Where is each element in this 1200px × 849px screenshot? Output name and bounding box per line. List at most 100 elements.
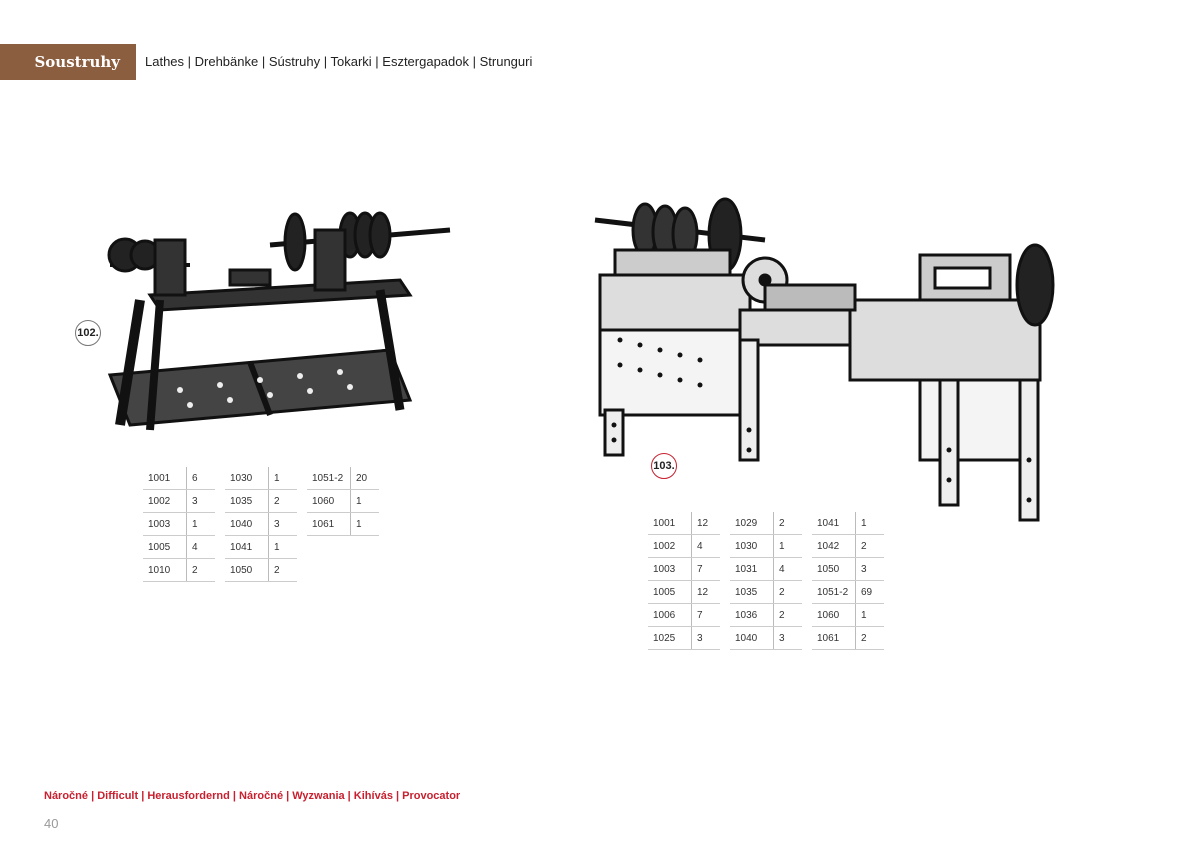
table-row: 1001 12	[648, 512, 720, 535]
parts-column: 1001 6 1002 3 1003 1 1005 4 1010 2	[143, 467, 215, 582]
table-row: 1050 2	[225, 559, 297, 582]
part-number: 1060	[307, 490, 351, 512]
part-quantity: 1	[274, 541, 280, 553]
part-quantity: 1	[274, 472, 280, 484]
part-number: 1002	[648, 535, 692, 557]
table-row: 1042 2	[812, 535, 884, 558]
part-number: 1005	[648, 581, 692, 603]
part-number: 1040	[225, 513, 269, 535]
table-row: 1060 1	[812, 604, 884, 627]
part-quantity: 2	[779, 517, 785, 529]
part-number: 1041	[812, 512, 856, 534]
part-quantity: 2	[274, 564, 280, 576]
part-quantity: 1	[779, 540, 785, 552]
section-title: Soustruhy	[0, 44, 136, 80]
part-number: 1003	[648, 558, 692, 580]
part-number: 1051-2	[307, 467, 351, 489]
part-quantity: 12	[697, 586, 709, 598]
part-quantity: 1	[861, 609, 867, 621]
part-quantity: 2	[192, 564, 198, 576]
part-number: 1050	[812, 558, 856, 580]
table-row: 1005 4	[143, 536, 215, 559]
part-quantity: 7	[697, 563, 703, 575]
part-number: 1050	[225, 559, 269, 581]
part-number: 1003	[143, 513, 187, 535]
part-number: 1029	[730, 512, 774, 534]
part-quantity: 1	[356, 495, 362, 507]
table-row: 1003 7	[648, 558, 720, 581]
part-quantity: 3	[861, 563, 867, 575]
part-number: 1040	[730, 627, 774, 649]
part-quantity: 2	[779, 609, 785, 621]
part-quantity: 7	[697, 609, 703, 621]
part-quantity: 2	[861, 632, 867, 644]
part-quantity: 20	[356, 472, 368, 484]
part-number: 1025	[648, 627, 692, 649]
table-row: 1029 2	[730, 512, 802, 535]
part-number: 1060	[812, 604, 856, 626]
table-row: 1040 3	[730, 627, 802, 650]
table-row: 1001 6	[143, 467, 215, 490]
lathe-102-illustration	[107, 211, 451, 431]
part-quantity: 69	[861, 586, 873, 598]
part-number: 1010	[143, 559, 187, 581]
table-row: 1041 1	[812, 512, 884, 535]
part-number: 1006	[648, 604, 692, 626]
part-number: 1001	[143, 467, 187, 489]
section-subtitle: Lathes | Drehbänke | Sústruhy | Tokarki …	[145, 54, 533, 69]
table-row: 1051-2 20	[307, 467, 379, 490]
table-row: 1036 2	[730, 604, 802, 627]
part-number: 1002	[143, 490, 187, 512]
part-number: 1035	[225, 490, 269, 512]
part-number: 1030	[730, 535, 774, 557]
table-row: 1061 1	[307, 513, 379, 536]
parts-column: 1051-2 20 1060 1 1061 1	[307, 467, 379, 582]
part-number: 1036	[730, 604, 774, 626]
part-quantity: 3	[779, 632, 785, 644]
part-quantity: 4	[697, 540, 703, 552]
page-number: 40	[44, 816, 59, 831]
part-quantity: 2	[779, 586, 785, 598]
part-quantity: 3	[697, 632, 703, 644]
part-number: 1061	[307, 513, 351, 535]
part-quantity: 2	[861, 540, 867, 552]
part-number: 1005	[143, 536, 187, 558]
part-number: 1041	[225, 536, 269, 558]
lathe-103-illustration	[594, 197, 1055, 522]
part-number: 1051-2	[812, 581, 856, 603]
table-row: 1010 2	[143, 559, 215, 582]
table-row: 1060 1	[307, 490, 379, 513]
part-quantity: 1	[861, 517, 867, 529]
table-row: 1005 12	[648, 581, 720, 604]
part-quantity: 1	[356, 518, 362, 530]
part-number: 1030	[225, 467, 269, 489]
table-row: 1050 3	[812, 558, 884, 581]
part-quantity: 1	[192, 518, 198, 530]
difficulty-label: Náročné | Difficult | Herausfordernd | N…	[44, 790, 461, 802]
part-quantity: 3	[192, 495, 198, 507]
part-quantity: 12	[697, 517, 709, 529]
part-quantity: 4	[779, 563, 785, 575]
part-number: 1001	[648, 512, 692, 534]
parts-column: 1001 12 1002 4 1003 7 1005 12 1006 7 1025 3	[648, 512, 720, 650]
part-quantity: 6	[192, 472, 198, 484]
table-row: 1002 3	[143, 490, 215, 513]
model-number-badge: 102.	[75, 320, 101, 346]
part-quantity: 4	[192, 541, 198, 553]
part-number: 1042	[812, 535, 856, 557]
part-number: 1061	[812, 627, 856, 649]
part-quantity: 2	[274, 495, 280, 507]
table-row: 1035 2	[225, 490, 297, 513]
parts-column: 1041 1 1042 2 1050 3 1051-2 69 1060 1 1061 2	[812, 512, 884, 650]
table-row: 1025 3	[648, 627, 720, 650]
table-row: 1051-2 69	[812, 581, 884, 604]
model-number-badge: 103.	[651, 453, 677, 479]
table-row: 1061 2	[812, 627, 884, 650]
